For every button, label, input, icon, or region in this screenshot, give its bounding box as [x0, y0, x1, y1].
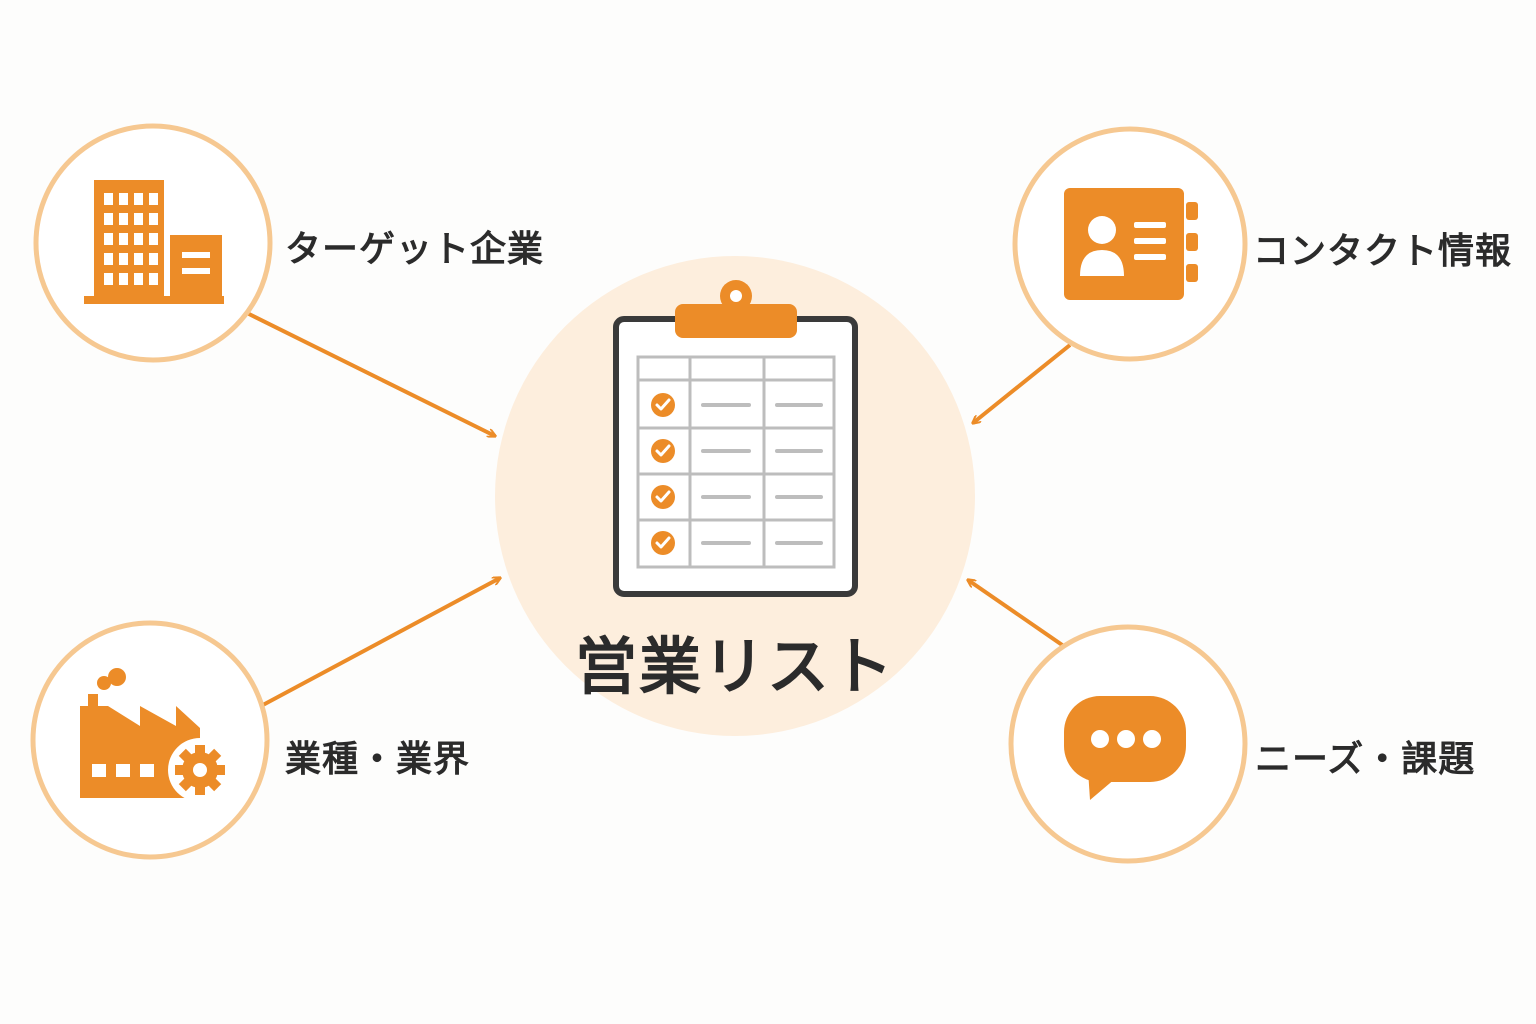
check-row: [651, 439, 823, 463]
check-row: [651, 393, 823, 417]
arrow-target-to-center: [244, 310, 495, 438]
building-icon: [84, 180, 224, 304]
contact-card-icon: [1064, 188, 1198, 300]
node-industry: [30, 620, 270, 860]
arrow-industry-to-center: [247, 576, 500, 715]
check-row: [651, 485, 823, 509]
clipboard-icon: [613, 280, 858, 597]
label-needs: ニーズ・課題: [1255, 739, 1476, 780]
arrow-needs-to-center: [968, 580, 1070, 651]
clipboard-rows: [651, 393, 823, 555]
label-target-companies: ターゲット企業: [285, 229, 545, 270]
node-needs: [1008, 624, 1248, 864]
node-contact-info: [1012, 126, 1248, 362]
center-title: 営業リスト: [574, 630, 895, 703]
factory-gear-icon: [80, 668, 232, 802]
arrows: [244, 310, 1072, 715]
check-row: [651, 531, 823, 555]
node-target-companies: [33, 123, 273, 363]
clipboard-table: [636, 355, 836, 569]
label-contact-info: コンタクト情報: [1253, 231, 1513, 272]
arrow-contact-to-center: [973, 343, 1072, 423]
speech-bubble-icon: [1064, 696, 1186, 800]
label-industry: 業種・業界: [285, 739, 471, 780]
